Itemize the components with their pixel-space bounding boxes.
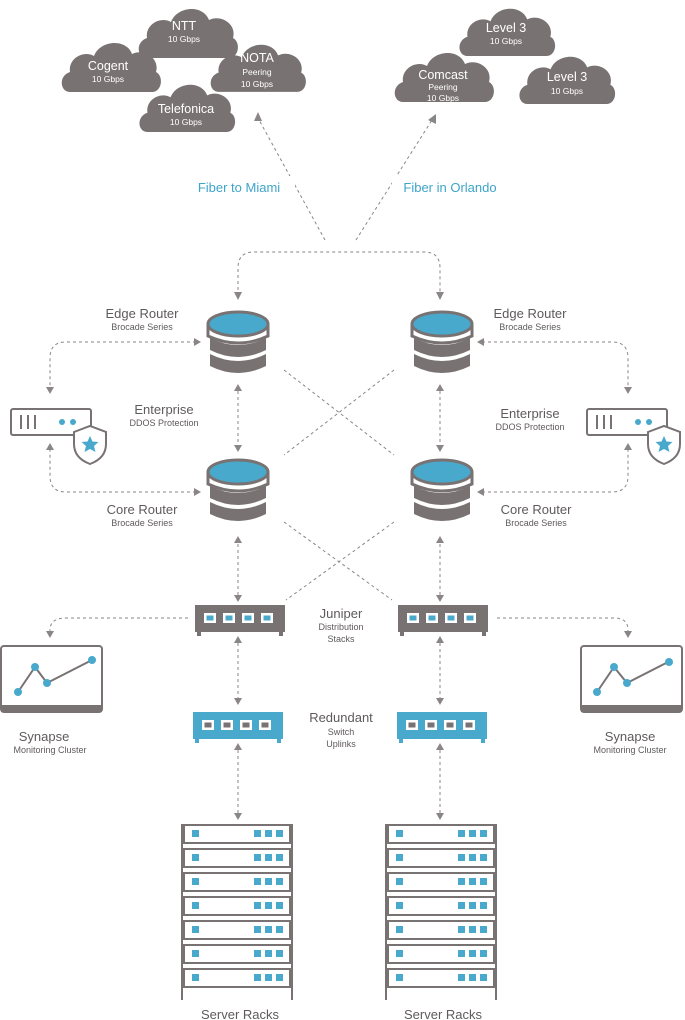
- redundant-sub2: Uplinks: [326, 739, 356, 749]
- connection-lines: [49, 117, 629, 818]
- juniper-sub2: Stacks: [327, 634, 355, 644]
- rack-unit: [387, 920, 495, 940]
- redundant-switch-left: [193, 712, 283, 743]
- rack-unit: [387, 872, 495, 892]
- juniper-switch-left: [195, 605, 285, 636]
- synapse-left-sub: Monitoring Cluster: [13, 745, 86, 755]
- rack-unit: [387, 896, 495, 916]
- rack-unit: [387, 968, 495, 988]
- enterprise-right-title: Enterprise: [500, 406, 559, 421]
- ddos-shield-icon: [586, 408, 681, 466]
- rack-unit: [387, 848, 495, 868]
- provider-speed: 10 Gbps: [92, 74, 124, 84]
- synapse-right-sub: Monitoring Cluster: [593, 745, 666, 755]
- provider-speed: 10 Gbps: [551, 86, 583, 96]
- database-router-icon: [206, 310, 270, 373]
- provider-type: Peering: [428, 82, 458, 92]
- core-router-left-sub: Brocade Series: [111, 518, 173, 528]
- switch-icon: [195, 605, 285, 636]
- core-router-left-title: Core Router: [107, 502, 178, 517]
- redundant-title: Redundant: [309, 710, 373, 725]
- synapse-right-title: Synapse: [605, 729, 656, 744]
- provider-speed: 10 Gbps: [168, 34, 200, 44]
- core-router-right-sub: Brocade Series: [505, 518, 567, 528]
- provider-type: Peering: [242, 67, 272, 77]
- rack-unit: [183, 968, 291, 988]
- provider-cloud-cogent: Cogent 10 Gbps: [61, 42, 161, 92]
- server-racks-left-label: Server Racks: [201, 1007, 280, 1020]
- fiber-label-miami: Fiber to Miami: [198, 180, 280, 195]
- synapse-monitor-left: [0, 645, 103, 713]
- rack-unit: [387, 824, 495, 844]
- enterprise-right-sub: DDOS Protection: [495, 422, 564, 432]
- provider-speed: 10 Gbps: [170, 117, 202, 127]
- edge-router-right-title: Edge Router: [494, 306, 568, 321]
- edge-router-left: [206, 310, 270, 373]
- core-router-right-title: Core Router: [501, 502, 572, 517]
- server-racks-right-label: Server Racks: [404, 1007, 483, 1020]
- enterprise-ddos-left: [10, 408, 107, 466]
- monitoring-chart-icon: [580, 645, 683, 713]
- edge-router-left-title: Edge Router: [106, 306, 180, 321]
- provider-cloud-nota: NOTA Peering 10 Gbps: [210, 44, 306, 92]
- provider-speed: 10 Gbps: [490, 36, 522, 46]
- provider-cloud-comcast: Comcast Peering 10 Gbps: [394, 52, 494, 103]
- enterprise-left-sub: DDOS Protection: [129, 418, 198, 428]
- server-rack-left: [181, 824, 293, 1000]
- rack-unit: [183, 920, 291, 940]
- provider-cloud-telefonica: Telefonica 10 Gbps: [139, 84, 236, 132]
- enterprise-ddos-right: [586, 408, 681, 466]
- provider-cloud-ntt: NTT 10 Gbps: [138, 8, 238, 58]
- database-router-icon: [206, 458, 270, 521]
- ddos-shield-icon: [10, 408, 107, 466]
- edge-router-right: [410, 310, 474, 373]
- rack-unit: [183, 848, 291, 868]
- switch-icon: [193, 712, 283, 743]
- edge-router-right-sub: Brocade Series: [499, 322, 561, 332]
- server-rack-icon: [385, 824, 497, 1000]
- redundant-switch-right: [397, 712, 487, 743]
- edge-router-left-sub: Brocade Series: [111, 322, 173, 332]
- synapse-monitor-right: [580, 645, 683, 713]
- rack-unit: [183, 896, 291, 916]
- provider-name: Comcast: [418, 68, 468, 82]
- provider-name: Level 3: [547, 70, 587, 84]
- database-router-icon: [410, 458, 474, 521]
- arrowheads: [46, 112, 632, 820]
- switch-icon: [397, 712, 487, 743]
- redundant-sub1: Switch: [328, 727, 355, 737]
- rack-unit: [183, 824, 291, 844]
- enterprise-left-title: Enterprise: [134, 402, 193, 417]
- provider-cloud-level3-top: Level 3 10 Gbps: [459, 8, 556, 56]
- juniper-sub1: Distribution: [318, 622, 363, 632]
- provider-name: NOTA: [240, 51, 274, 65]
- provider-name: Level 3: [486, 21, 526, 35]
- provider-cloud-level3-bottom: Level 3 10 Gbps: [519, 56, 616, 104]
- fiber-label-orlando: Fiber in Orlando: [403, 180, 496, 195]
- core-router-right: [410, 458, 474, 521]
- provider-speed: 10 Gbps: [241, 79, 273, 89]
- juniper-title: Juniper: [320, 606, 363, 621]
- monitoring-chart-icon: [0, 645, 103, 713]
- provider-name: Telefonica: [158, 102, 214, 116]
- rack-unit: [183, 872, 291, 892]
- synapse-left-title: Synapse: [19, 729, 70, 744]
- provider-name: Cogent: [88, 59, 129, 73]
- database-router-icon: [410, 310, 474, 373]
- core-router-left: [206, 458, 270, 521]
- rack-unit: [183, 944, 291, 964]
- server-rack-right: [385, 824, 497, 1000]
- juniper-switch-right: [398, 605, 488, 636]
- rack-unit: [387, 944, 495, 964]
- server-rack-icon: [181, 824, 293, 1000]
- switch-icon: [398, 605, 488, 636]
- provider-name: NTT: [172, 19, 197, 33]
- provider-speed: 10 Gbps: [427, 93, 459, 103]
